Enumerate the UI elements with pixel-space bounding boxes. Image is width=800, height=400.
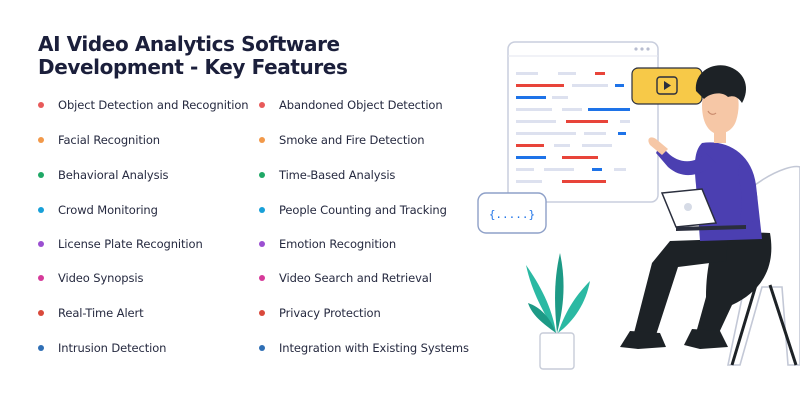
bullet-dot: [38, 241, 44, 247]
feature-label: Facial Recognition: [58, 133, 160, 147]
code-icon: {.....}: [489, 208, 535, 221]
bullet-dot: [38, 172, 44, 178]
bullet-dot: [38, 345, 44, 351]
feature-label: Behavioral Analysis: [58, 168, 169, 182]
bullet-dot: [38, 310, 44, 316]
feature-label: Real-Time Alert: [58, 306, 144, 320]
list-item: Behavioral Analysis: [38, 165, 169, 185]
list-item: Crowd Monitoring: [38, 200, 158, 220]
feature-label: Privacy Protection: [279, 306, 381, 320]
play-icon: [664, 81, 671, 90]
list-item: Abandoned Object Detection: [259, 95, 443, 115]
plant: [526, 253, 590, 370]
list-item: Smoke and Fire Detection: [259, 130, 425, 150]
feature-label: Video Search and Retrieval: [279, 271, 432, 285]
list-item: Time-Based Analysis: [259, 165, 395, 185]
list-item: Video Synopsis: [38, 268, 143, 288]
list-item: Facial Recognition: [38, 130, 160, 150]
bullet-dot: [259, 207, 265, 213]
bullet-dot: [38, 207, 44, 213]
developer-illustration: {.....}: [477, 41, 800, 370]
bullet-dot: [259, 137, 265, 143]
video-play-card: [631, 67, 703, 105]
bullet-dot: [259, 310, 265, 316]
feature-label: Smoke and Fire Detection: [279, 133, 425, 147]
feature-label: Video Synopsis: [58, 271, 144, 285]
feature-label: License Plate Recognition: [58, 237, 203, 251]
list-item: Integration with Existing Systems: [259, 338, 469, 358]
feature-label: Emotion Recognition: [279, 237, 397, 251]
feature-label: Object Detection and Recognition: [58, 98, 249, 112]
dashboard-bars: [516, 72, 630, 183]
list-item: Video Search and Retrieval: [259, 268, 432, 288]
list-item: Emotion Recognition: [259, 234, 396, 254]
list-item: People Counting and Tracking: [259, 200, 447, 220]
list-item: Privacy Protection: [259, 303, 381, 323]
bullet-dot: [38, 137, 44, 143]
bullet-dot: [259, 345, 265, 351]
feature-label: Integration with Existing Systems: [279, 341, 469, 355]
page-title: AI Video Analytics Software Development …: [38, 32, 348, 79]
bullet-dot: [259, 102, 265, 108]
feature-label: Time-Based Analysis: [279, 168, 396, 182]
list-item: Real-Time Alert: [38, 303, 144, 323]
feature-label: Crowd Monitoring: [58, 203, 158, 217]
feature-label: Abandoned Object Detection: [279, 98, 443, 112]
bullet-dot: [259, 172, 265, 178]
feature-label: Intrusion Detection: [58, 341, 167, 355]
feature-label: People Counting and Tracking: [279, 203, 447, 217]
bullet-dot: [259, 241, 265, 247]
bullet-dot: [38, 102, 44, 108]
person: [620, 65, 772, 349]
code-bubble: {.....}: [477, 192, 547, 234]
list-item: License Plate Recognition: [38, 234, 203, 254]
dashboard-window: [507, 41, 659, 203]
bullet-dot: [38, 275, 44, 281]
list-item: Intrusion Detection: [38, 338, 166, 358]
list-item: Object Detection and Recognition: [38, 95, 249, 115]
bullet-dot: [259, 275, 265, 281]
